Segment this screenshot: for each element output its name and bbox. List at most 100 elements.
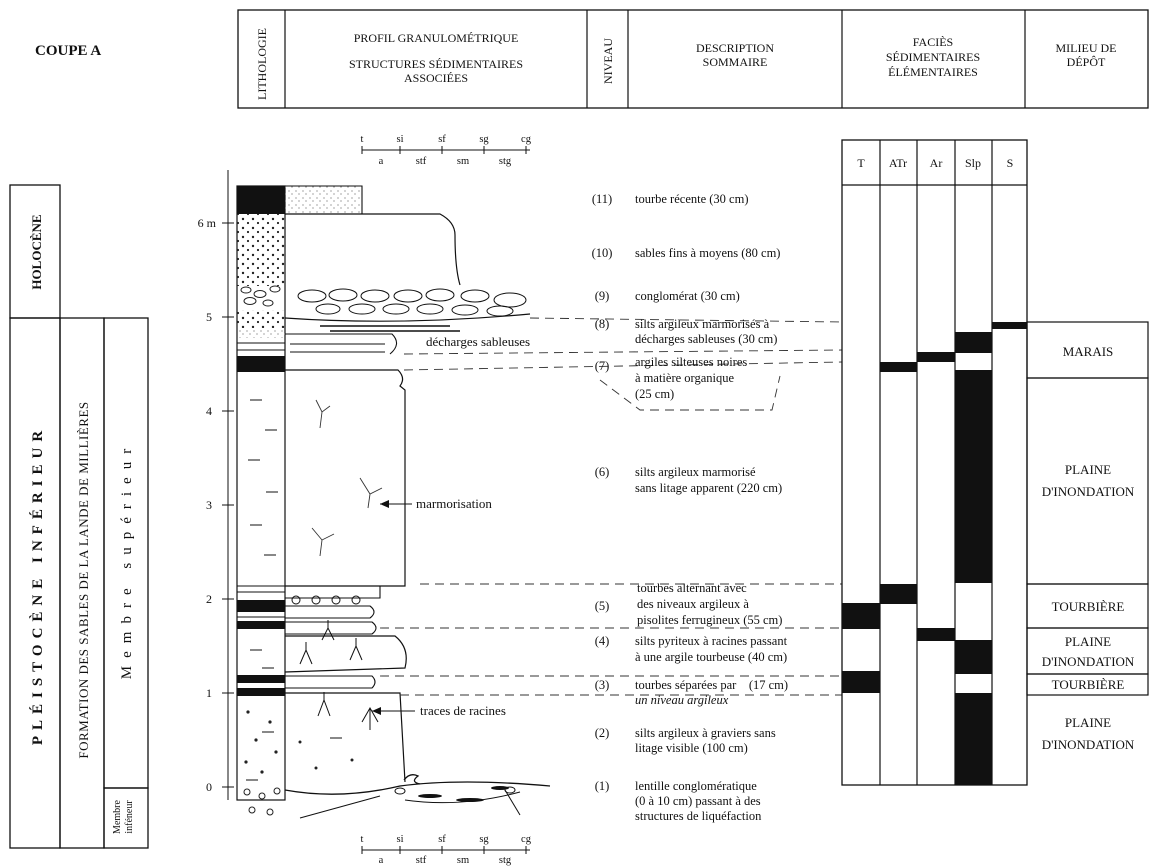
membre-superieur-label: Membre supérieur (119, 441, 135, 679)
level-1-line-1: lentille conglomératique (635, 779, 757, 793)
level-4-num: (4) (595, 634, 610, 648)
level-7-num: (7) (595, 359, 610, 373)
profile-annotations: décharges sableuses marmorisation traces… (372, 334, 530, 718)
holocene-label: HOLOCÈNE (29, 214, 44, 289)
formation-label: FORMATION DES SABLES DE LA LANDE DE MILL… (76, 401, 91, 758)
grain-scale-bottom: t si sf sg cg a stf sm stg (361, 834, 532, 866)
level-7-line-3: (25 cm) (635, 387, 674, 401)
level-2-line-1: silts argileux à graviers sans (635, 726, 776, 740)
level-6-line-2: sans litage apparent (220 cm) (635, 481, 782, 495)
scale-top-t: t (361, 134, 364, 145)
level-1-line-2: (0 à 10 cm) passant à des (635, 794, 761, 808)
milieu-marais: MARAIS (1063, 344, 1114, 359)
header-profil-3: ASSOCIÉES (404, 71, 468, 85)
scale-top-sf: sf (438, 134, 446, 145)
depth-1: 1 (206, 686, 212, 700)
facies-table: T ATr Ar Slp S (841, 139, 1028, 786)
level-1-num: (1) (595, 779, 610, 793)
scale-top-cg: cg (521, 134, 532, 145)
stratigraphy-columns: HOLOCÈNE PLÉISTOCÈNE INFÉRIEUR FORMATION… (9, 184, 149, 849)
facies-col-t: T (857, 156, 865, 170)
facies-col-s: S (1007, 156, 1014, 170)
level-6-num: (6) (595, 465, 610, 479)
header-profil-2: STRUCTURES SÉDIMENTAIRES (349, 57, 523, 71)
grain-scale-top: t si sf sg cg a stf sm stg (361, 134, 532, 167)
level-10-line-1: sables fins à moyens (80 cm) (635, 246, 780, 260)
facies-col-ar: Ar (930, 156, 943, 170)
annotation-decharges: décharges sableuses (426, 334, 530, 349)
pleistocene-label: PLÉISTOCÈNE INFÉRIEUR (29, 425, 46, 745)
lithology-column (236, 185, 286, 816)
scale-top-a: a (379, 156, 384, 167)
level-4-line-1: silts pyriteux à racines passant (635, 634, 788, 648)
scale-bot-t: t (361, 834, 364, 845)
depth-5: 5 (206, 310, 212, 324)
header-desc-2: SOMMAIRE (703, 55, 768, 69)
milieu-plaine-3-l2: D'INONDATION (1042, 737, 1135, 752)
header-facies-3: ÉLÉMENTAIRES (888, 65, 978, 79)
depth-4: 4 (206, 404, 212, 418)
level-3-line-1: tourbes séparées par (17 cm) (635, 678, 788, 692)
scale-bot-sg: sg (479, 834, 489, 845)
scale-bot-cg: cg (521, 834, 532, 845)
section-label: COUPE A (35, 43, 101, 59)
level-5-line-2: des niveaux argileux à (637, 597, 749, 611)
milieu-plaine-1-l2: D'INONDATION (1042, 484, 1135, 499)
header-table: LITHOLOGIE PROFIL GRANULOMÉTRIQUE STRUCT… (237, 9, 1149, 109)
level-8-line-1: silts argileux marmorisés à (635, 317, 770, 331)
level-8-num: (8) (595, 317, 610, 331)
depth-3: 3 (206, 498, 212, 512)
depth-2: 2 (206, 592, 212, 606)
header-niveau: NIVEAU (601, 38, 615, 84)
scale-top-si: si (396, 134, 403, 145)
level-6-line-1: silts argileux marmorisé (635, 465, 756, 479)
level-3-line-2: un niveau argileux (635, 693, 729, 707)
correlation-lines (380, 317, 843, 696)
header-milieu-2: DÉPÔT (1067, 55, 1106, 69)
milieu-plaine-1-l1: PLAINE (1065, 462, 1111, 477)
level-10-num: (10) (592, 246, 613, 260)
scale-bot-sf: sf (438, 834, 446, 845)
level-5-num: (5) (595, 599, 610, 613)
milieu-tourbiere-1: TOURBIÈRE (1052, 599, 1125, 614)
milieu-tourbiere-2: TOURBIÈRE (1052, 677, 1125, 692)
level-11-line-1: tourbe récente (30 cm) (635, 192, 748, 206)
header-desc-1: DESCRIPTION (696, 41, 774, 55)
scale-bot-stf: stf (416, 855, 427, 866)
level-1-line-3: structures de liquéfaction (635, 809, 762, 823)
header-facies-2: SÉDIMENTAIRES (886, 50, 980, 64)
level-9-num: (9) (595, 289, 610, 303)
scale-top-sm: sm (457, 156, 469, 167)
depth-0: 0 (206, 780, 212, 794)
milieu-plaine-2-l2: D'INONDATION (1042, 654, 1135, 669)
level-5-line-1: tourbes alternant avec (637, 581, 747, 595)
grain-profile (284, 185, 551, 819)
milieu-plaine-3-l1: PLAINE (1065, 715, 1111, 730)
scale-top-stg: stg (499, 156, 512, 167)
level-8-line-2: décharges sableuses (30 cm) (635, 332, 777, 346)
level-4-line-2: à une argile tourbeuse (40 cm) (635, 650, 787, 664)
header-profil-1: PROFIL GRANULOMÉTRIQUE (354, 31, 519, 45)
scale-bot-sm: sm (457, 855, 469, 866)
level-11-num: (11) (592, 192, 612, 206)
level-2-num: (2) (595, 726, 610, 740)
milieu-plaine-2-l1: PLAINE (1065, 634, 1111, 649)
level-3-num: (3) (595, 678, 610, 692)
facies-col-slp: Slp (965, 156, 981, 170)
scale-top-stf: stf (416, 156, 427, 167)
level-5-line-3: pisolites ferrugineux (55 cm) (637, 613, 782, 627)
level-9-line-1: conglomérat (30 cm) (635, 289, 740, 303)
level-7-line-2: à matière organique (635, 371, 734, 385)
scale-top-sg: sg (479, 134, 489, 145)
header-milieu-1: MILIEU DE (1056, 41, 1117, 55)
depth-axis: 0 1 2 3 4 5 6 m (198, 170, 234, 800)
scale-bot-si: si (396, 834, 403, 845)
level-2-line-2: litage visible (100 cm) (635, 741, 748, 755)
header-lithologie: LITHOLOGIE (255, 28, 269, 100)
scale-bot-a: a (379, 855, 384, 866)
milieu-depot: MARAIS PLAINE D'INONDATION TOURBIÈRE PLA… (1026, 321, 1149, 752)
level-7-line-1: argiles silteuses noires (635, 355, 747, 369)
membre-inferieur-label-1: Membre (112, 800, 123, 834)
depth-6: 6 m (198, 216, 217, 230)
